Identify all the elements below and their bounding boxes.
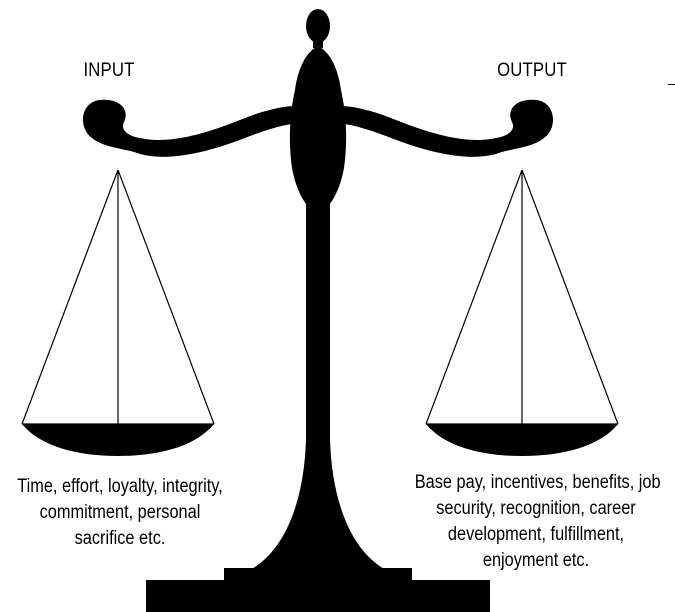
input-title: INPUT xyxy=(83,60,135,81)
scale-beam xyxy=(82,99,554,157)
scale-finial-top xyxy=(306,9,330,43)
output-caption-line: enjoyment etc. xyxy=(482,550,590,571)
right-pan-strings xyxy=(425,169,619,425)
input-caption: Time, effort, loyalty, integrity, commit… xyxy=(0,474,240,552)
input-caption-line: Time, effort, loyalty, integrity, xyxy=(17,476,223,497)
input-caption-line: sacrifice etc. xyxy=(74,528,166,549)
left-pan xyxy=(22,424,214,456)
right-pan xyxy=(426,424,618,456)
output-caption-line: development, fulfillment, xyxy=(447,524,625,545)
left-pan-strings xyxy=(21,169,215,425)
scale-finial-neck xyxy=(313,40,323,48)
scale-base-step-upper xyxy=(224,568,412,582)
scale-column xyxy=(306,200,330,450)
output-caption-line: security, recognition, career xyxy=(436,498,636,519)
input-caption-line: commitment, personal xyxy=(39,502,201,523)
output-title: OUTPUT xyxy=(497,60,567,81)
scale-base-step-lower xyxy=(146,580,490,612)
output-caption: Base pay, incentives, benefits, job secu… xyxy=(395,470,675,574)
scale-base-flare xyxy=(250,440,386,570)
edge-dash-mark xyxy=(668,84,675,85)
output-caption-line: Base pay, incentives, benefits, job xyxy=(414,472,661,493)
scale-pillar-head xyxy=(289,46,347,206)
